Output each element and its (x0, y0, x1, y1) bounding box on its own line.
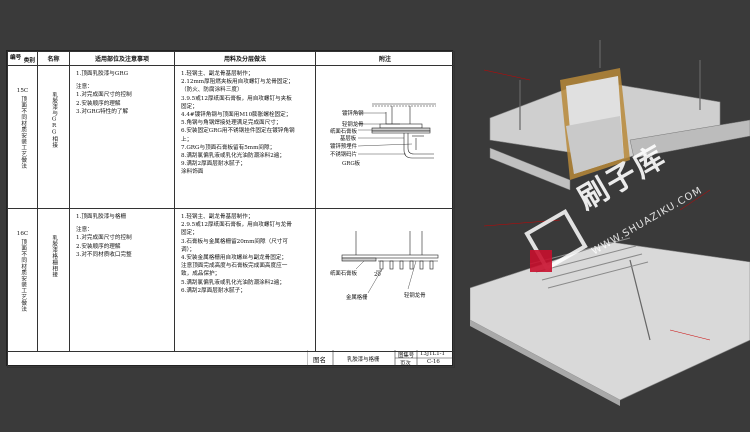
scope-line: 3.对GRG特性的了解 (76, 108, 129, 115)
detail-drawing-2: 20 纸面石膏板 金属格栅 轻钢龙骨 (315, 208, 455, 352)
title-block-set-value: 13JTL1-1 (420, 351, 445, 357)
label-gypsum: 纸面石膏板 (330, 129, 357, 135)
grille-joint-section (341, 231, 439, 294)
header-method: 用料及分层做法 (174, 51, 316, 66)
watermark-logo-red-icon (530, 250, 552, 272)
scope-line: 1.对完成面尺寸的控制 (76, 235, 132, 242)
label-keel: 轻钢龙骨 (342, 122, 364, 128)
ceiling-model-illustration (469, 40, 750, 406)
method-line: 调）； (181, 246, 195, 253)
scope-line: 1.顶面乳胶漆与格栅 (76, 214, 127, 220)
method-line: 6.安装固定GRG用不锈钢挂件固定在镀锌角钢 (181, 128, 295, 135)
title-block-page-label: 页次 (400, 361, 411, 367)
row-code-cell: 15C 顶面不同材质安装工艺做法 (7, 65, 38, 209)
scope-line: 1.顶面乳胶漆与GRG (76, 71, 129, 77)
label-grille: 金属格栅 (346, 295, 368, 301)
row-scope: 1.顶面乳胶漆与格栅 注意： 1.对完成面尺寸的控制 2.安装顺序的理解 3.对… (69, 208, 175, 352)
method-line: 9.满刮2厚面层耐水腻子； (181, 161, 246, 168)
method-line: （防火、防腐涂料三度） (181, 87, 243, 94)
method-line: 4.安装金属格栅用自攻螺丝与副龙骨固定； (181, 255, 288, 262)
row-name: 乳胶漆格栅相接 (51, 235, 58, 278)
table-row: 15C 顶面不同材质安装工艺做法 乳胶漆与GRG相接 1.顶面乳胶漆与GRG 注… (7, 65, 455, 209)
footer-row (7, 351, 455, 368)
title-block-page-value: C-16 (427, 359, 440, 365)
3d-ceiling-render: 刷子库 WWW.SHUAZIKU.COM (469, 40, 750, 428)
method-line: 6.满刮2厚面层耐水腻子； (181, 287, 246, 294)
row-method: 1.轻钢主、副龙骨基层制作； 2.12mm厚阻燃夹板用自攻螺钉与龙骨固定； （防… (174, 65, 316, 209)
row-method: 1.轻钢主、副龙骨基层制作； 2.9.5或12厚纸面石膏板，用自攻螺钉与龙骨 固… (174, 208, 316, 352)
scope-line: 2.安装顺序的理解 (76, 100, 121, 107)
method-line: 7.GRG与顶面石膏板留有5mm间隙； (181, 144, 276, 151)
label-gap-dimension: 20 (374, 272, 381, 278)
row-category: 顶面不同材质安装工艺做法 (20, 239, 27, 313)
title-block: 图名 乳胶漆与格栅 图集号 13JTL1-1 页次 C-16 (307, 350, 453, 367)
method-line: 5.角钢与角钢焊接处理满足完成面尺寸； (181, 120, 282, 127)
header-category: 类别 (23, 58, 35, 64)
table-row: 16C 顶面不同材质安装工艺做法 乳胶漆格栅相接 1.顶面乳胶漆与格栅 注意： … (7, 208, 455, 352)
row-name: 乳胶漆与GRG相接 (51, 92, 58, 149)
method-line: 固定； (181, 103, 198, 110)
label-steel-piece: 不锈钢码片 (330, 152, 357, 158)
row-category: 顶面不同材质安装工艺做法 (20, 96, 27, 170)
method-line: 1.轻钢主、副龙骨基层制作； (181, 214, 254, 220)
method-line: 2.9.5或12厚纸面石膏板，用自攻螺钉与龙骨 (181, 222, 292, 229)
method-line: 4.4#镀锌角钢与顶面用M10膨胀螺栓固定； (181, 112, 292, 119)
scope-line: 1.对完成面尺寸的控制 (76, 92, 132, 99)
spec-sheet: 编号 类别 名称 适用部位及注意事项 用料及分层做法 附注 15C 顶面不同材质… (6, 50, 455, 368)
header-number: 编号 (10, 55, 22, 61)
footer-cell (7, 351, 455, 368)
label-base-board: 基层板 (340, 136, 357, 142)
scope-line: 注意： (76, 227, 93, 234)
label-angle-steel: 镀锌角钢 (342, 111, 364, 117)
label-gypsum: 纸面石膏板 (330, 271, 357, 277)
label-keel: 轻钢龙骨 (404, 293, 426, 299)
method-line: 5.满刮氯偏乳液或乳化光油防潮涂料2遍； (181, 279, 285, 286)
method-line: 2.12mm厚阻燃夹板用自攻螺钉与龙骨固定； (181, 79, 294, 86)
header-notes: 附注 (315, 51, 455, 66)
label-grg: GRG板 (342, 161, 361, 167)
title-block-set-label: 图集号 (398, 353, 415, 359)
method-line: 3.9.5或12厚纸面石膏板，用自攻螺钉与夹板 (181, 95, 292, 102)
title-block-name-label: 图名 (313, 356, 326, 364)
scope-line: 3.对不同材质收口完整 (76, 251, 132, 258)
row-scope: 1.顶面乳胶漆与GRG 注意： 1.对完成面尺寸的控制 2.安装顺序的理解 3.… (69, 65, 175, 209)
method-line: 致，成品保护； (181, 271, 221, 278)
title-block-grid (307, 350, 453, 366)
method-line: 涂料饰面 (181, 169, 204, 176)
title-block-name-value: 乳胶漆与格栅 (347, 357, 380, 363)
spec-table: 编号 类别 名称 适用部位及注意事项 用料及分层做法 附注 15C 顶面不同材质… (7, 51, 455, 368)
row-code: 16C (16, 231, 29, 237)
header-number-category: 编号 类别 (7, 51, 38, 66)
row-name-cell: 乳胶漆与GRG相接 (37, 65, 70, 209)
row-code: 15C (16, 88, 29, 94)
row-code-cell: 16C 顶面不同材质安装工艺做法 (7, 208, 38, 352)
method-line: 固定； (181, 230, 198, 237)
method-line: 上； (181, 136, 193, 143)
header-name: 名称 (37, 51, 70, 66)
method-line: 3.石膏板与金属格栅留20mm间隙（尺寸可 (181, 238, 288, 245)
scope-line: 注意： (76, 84, 93, 91)
method-line: 8.满刮氯偏乳液或乳化光油防潮涂料2遍； (181, 153, 285, 160)
label-hanger: 镀锌预埋件 (330, 144, 357, 150)
detail-drawing-1: 镀锌角钢 轻钢龙骨 纸面石膏板 基层板 镀锌预埋件 不锈钢码片 GRG板 (315, 65, 455, 209)
grg-joint-section (356, 103, 436, 159)
method-line: 注意顶面完成高度与石膏板完成面高度应一 (181, 263, 288, 270)
method-line: 1.轻钢主、副龙骨基层制作； (181, 71, 254, 77)
scope-line: 2.安装顺序的理解 (76, 243, 121, 250)
header-scope: 适用部位及注意事项 (69, 51, 175, 66)
row-name-cell: 乳胶漆格栅相接 (37, 208, 70, 352)
